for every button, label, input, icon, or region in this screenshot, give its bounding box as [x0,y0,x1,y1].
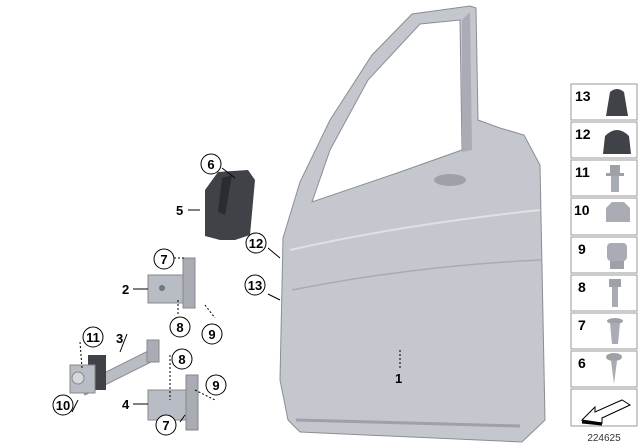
callout-3: 3 [116,331,123,346]
callout-4: 4 [122,397,130,412]
callout-2: 2 [122,282,129,297]
legend-item-7: 7 [570,312,638,350]
svg-text:5: 5 [176,203,183,218]
legend-item-10: 10 [570,197,638,236]
callout-8-lower: 8 [171,348,193,370]
svg-text:6: 6 [578,355,586,371]
legend-item-8: 8 [570,274,638,312]
callout-7-lower: 7 [155,414,177,436]
svg-text:1: 1 [395,371,402,386]
callout-5: 5 [176,203,183,218]
callout-13: 13 [244,274,266,296]
legend-item-11: 11 [570,159,638,197]
svg-text:6: 6 [207,157,214,172]
svg-text:12: 12 [249,236,263,251]
svg-text:8: 8 [176,320,183,335]
callout-8-upper: 8 [169,316,191,338]
callout-7-upper: 7 [153,248,175,270]
svg-text:8: 8 [578,279,586,295]
svg-text:13: 13 [575,88,591,104]
tapping-screw-icon [606,353,622,384]
legend-item-12: 12 [570,121,638,159]
svg-text:11: 11 [575,164,590,180]
legend-item-13: 13 [570,83,638,121]
direction-arrow-box [570,388,638,427]
lower-hinge [147,374,199,431]
svg-text:3: 3 [116,331,123,346]
svg-text:8: 8 [178,352,185,367]
hex-plug-icon [607,243,627,269]
reference-number: 224625 [587,433,621,444]
door-pad [205,170,255,240]
collar-bolt-icon [606,165,624,192]
hex-bolt-icon [609,279,621,307]
svg-text:10: 10 [56,398,70,413]
svg-text:9: 9 [578,241,586,257]
callout-1: 1 [395,371,402,386]
svg-text:7: 7 [162,418,169,433]
callout-10: 10 [52,394,74,416]
callout-9-lower: 9 [205,374,227,396]
rubber-buffer-flat-icon [603,130,631,154]
legend-item-9: 9 [570,236,638,274]
legend-item-6: 6 [570,350,638,388]
callout-9-upper: 9 [201,323,223,345]
callout-11: 11 [82,326,104,348]
svg-text:9: 9 [212,378,219,393]
svg-text:11: 11 [86,330,100,345]
svg-text:7: 7 [578,317,586,333]
callout-6: 6 [200,153,222,175]
svg-text:4: 4 [122,397,130,412]
svg-text:10: 10 [574,202,590,218]
fastener-legend: 13 12 11 10 9 8 7 6 224625 [570,83,638,444]
arrow-icon [580,399,632,424]
callout-12: 12 [245,232,267,254]
svg-text:13: 13 [248,278,262,293]
svg-text:7: 7 [160,252,167,267]
upper-hinge [147,257,196,309]
flange-nut-icon [606,202,630,222]
svg-text:12: 12 [575,126,591,142]
countersunk-screw-icon [607,318,623,344]
svg-text:9: 9 [208,327,215,342]
leader-lines [71,167,401,423]
door-check [69,339,160,396]
svg-text:2: 2 [122,282,129,297]
rubber-buffer-tall-icon [606,89,628,116]
door-shell [279,5,546,443]
